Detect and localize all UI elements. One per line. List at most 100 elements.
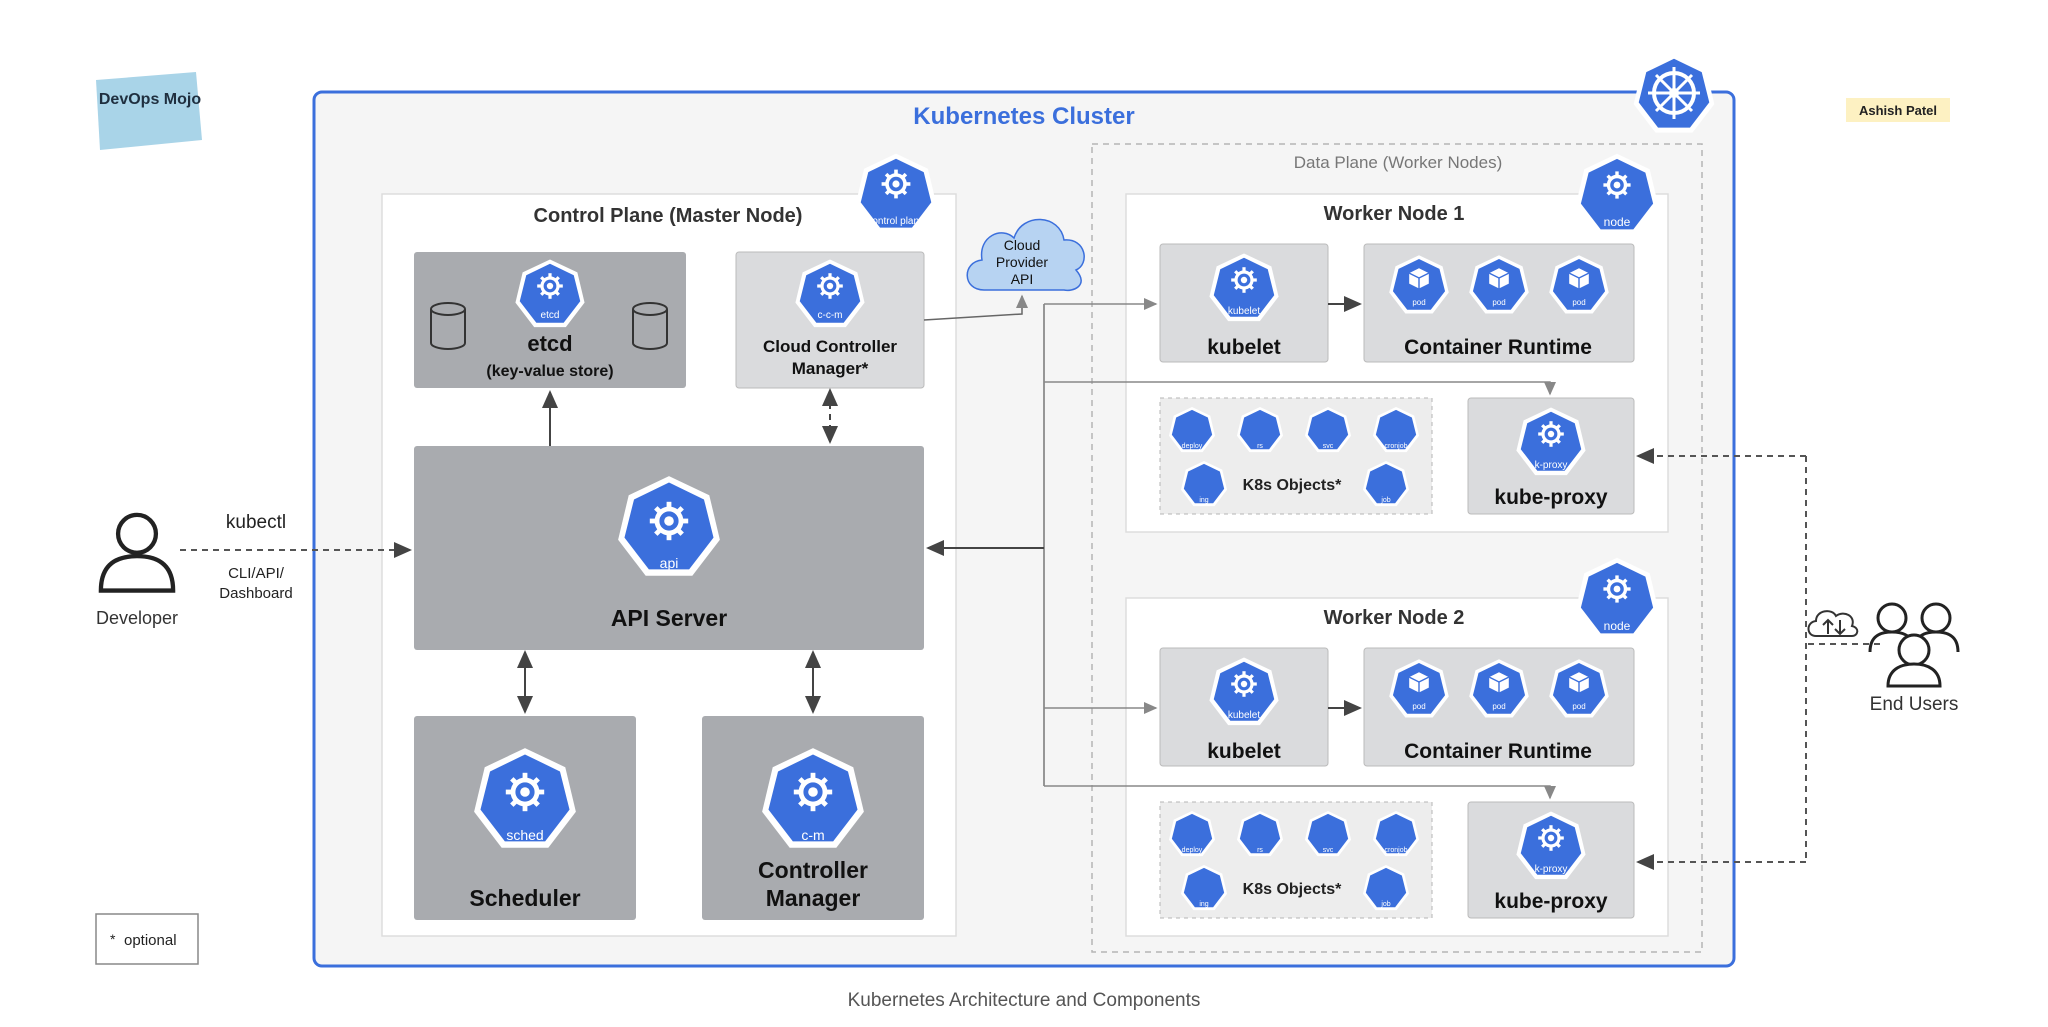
svg-text:svc: svc — [1323, 847, 1334, 854]
ccm-to-cloud-arrow — [923, 294, 1028, 321]
kubernetes-helm-icon — [1633, 53, 1715, 133]
cloud-line-2: Provider — [996, 254, 1048, 270]
replicaset-icon: rs — [1236, 406, 1284, 453]
svg-text:pod: pod — [1492, 298, 1505, 307]
worker-node-2-title: Worker Node 2 — [1324, 607, 1465, 629]
svg-text:rs: rs — [1257, 847, 1263, 854]
controller-manager-title: Controller — [758, 857, 868, 883]
svg-text:job: job — [1380, 497, 1390, 504]
deploy-icon: deploy — [1168, 406, 1216, 453]
svg-text:pod: pod — [1572, 298, 1585, 307]
ccm-title-2: Manager* — [792, 359, 869, 378]
cloud-line-3: API — [1011, 271, 1034, 287]
worker-node-1: Worker Node 1 node kubelet kubelet pod p… — [1125, 153, 1669, 533]
worker-node-2: Worker Node 2 node kubelet kubelet pod p… — [1125, 557, 1669, 937]
data-plane-box — [1091, 143, 1703, 953]
author-badge: Ashish Patel — [1846, 98, 1950, 122]
svg-text:deploy: deploy — [1182, 443, 1203, 450]
node-icon: node — [1575, 557, 1659, 639]
kubelet-icon: kubelet — [1209, 253, 1279, 322]
k8s-objects-title: K8s Objects* — [1243, 881, 1342, 898]
k8s-objects-title: K8s Objects* — [1243, 477, 1342, 494]
job-icon: job — [1362, 460, 1410, 507]
controller-manager-title-2: Manager — [766, 885, 861, 911]
controller-manager-icon: c-m — [762, 748, 864, 848]
cm-badge: c-m — [801, 827, 824, 843]
data-plane-title: Data Plane (Worker Nodes) — [1294, 153, 1503, 172]
svg-text:cronjob: cronjob — [1385, 443, 1408, 450]
kubelet-icon: kubelet — [1209, 657, 1279, 726]
logo-text: DevOps Mojo — [99, 91, 201, 108]
kube-proxy-badge: k-proxy — [1535, 864, 1568, 875]
cronjob-icon: cronjob — [1372, 810, 1420, 857]
etcd-subtitle: (key-value store) — [486, 363, 613, 380]
pod-icon: pod — [1549, 255, 1609, 314]
kube-proxy-title: kube-proxy — [1494, 486, 1608, 509]
kube-proxy-title: kube-proxy — [1494, 890, 1608, 913]
developer-label: Developer — [96, 608, 178, 628]
svg-text:deploy: deploy — [1182, 847, 1203, 854]
access-label-1: CLI/API/ — [228, 565, 285, 582]
end-users-icon — [1868, 602, 1960, 688]
pod-icon: pod — [1389, 255, 1449, 314]
devops-mojo-logo: DevOps Mojo — [96, 72, 202, 150]
kube-proxy-icon: k-proxy — [1516, 811, 1586, 880]
pod-icon: pod — [1469, 659, 1529, 718]
kubectl-label: kubectl — [226, 512, 286, 533]
cloud-provider-api[interactable]: Cloud Provider API — [966, 218, 1085, 292]
ccm-icon: c-c-m — [795, 259, 865, 328]
cloud-upload-download-icon — [1807, 610, 1859, 637]
legend-text: optional — [124, 932, 177, 949]
node-badge: node — [1604, 215, 1631, 229]
etcd-icon: etcd — [515, 259, 585, 328]
control-plane-icon: control plane — [855, 153, 937, 233]
kubelet-title: kubelet — [1207, 336, 1281, 359]
end-users-label: End Users — [1870, 694, 1959, 715]
developer[interactable]: Developer — [96, 515, 178, 628]
svg-text:cronjob: cronjob — [1385, 847, 1408, 854]
svg-text:ing: ing — [1199, 901, 1208, 908]
ingress-icon: ing — [1180, 864, 1228, 911]
api-worker-connectors — [926, 298, 1556, 800]
scheduler-badge: sched — [506, 827, 543, 843]
worker-node-1-title: Worker Node 1 — [1324, 203, 1465, 225]
svg-text:pod: pod — [1412, 702, 1425, 711]
node-icon: node — [1575, 153, 1659, 235]
end-users[interactable]: End Users — [1868, 602, 1960, 715]
ccm-badge: c-c-m — [818, 310, 843, 321]
svg-text:ing: ing — [1199, 497, 1208, 504]
ccm-title: Cloud Controller — [763, 337, 897, 356]
kubelet-badge: kubelet — [1228, 306, 1260, 317]
end-users-to-proxy-connectors — [1636, 448, 1880, 870]
api-badge: api — [660, 555, 679, 571]
control-plane-title: Control Plane (Master Node) — [534, 205, 803, 227]
cluster-title: Kubernetes Cluster — [913, 103, 1134, 130]
api-server-title: API Server — [611, 605, 727, 631]
etcd-badge: etcd — [541, 310, 560, 321]
pod-icon: pod — [1389, 659, 1449, 718]
legend-marker: * — [110, 931, 116, 947]
svg-text:rs: rs — [1257, 443, 1263, 450]
svg-text:pod: pod — [1412, 298, 1425, 307]
pod-icon: pod — [1549, 659, 1609, 718]
developer-icon — [101, 515, 173, 591]
kubelet-title: kubelet — [1207, 740, 1281, 763]
svg-text:svc: svc — [1323, 443, 1334, 450]
kube-proxy-badge: k-proxy — [1535, 460, 1568, 471]
kube-proxy-icon: k-proxy — [1516, 407, 1586, 476]
job-icon: job — [1362, 864, 1410, 911]
container-runtime-title: Container Runtime — [1404, 336, 1592, 359]
kubelet-badge: kubelet — [1228, 710, 1260, 721]
caption: Kubernetes Architecture and Components — [848, 990, 1201, 1011]
access-label-2: Dashboard — [219, 585, 292, 602]
cronjob-icon: cronjob — [1372, 406, 1420, 453]
node-badge: node — [1604, 619, 1631, 633]
container-runtime-title: Container Runtime — [1404, 740, 1592, 763]
service-icon: svc — [1304, 810, 1352, 857]
service-icon: svc — [1304, 406, 1352, 453]
cloud-line-1: Cloud — [1004, 237, 1041, 253]
etcd-title: etcd — [527, 331, 572, 356]
svg-text:pod: pod — [1572, 702, 1585, 711]
scheduler-icon: sched — [474, 748, 576, 848]
api-server-icon: api — [618, 476, 720, 576]
